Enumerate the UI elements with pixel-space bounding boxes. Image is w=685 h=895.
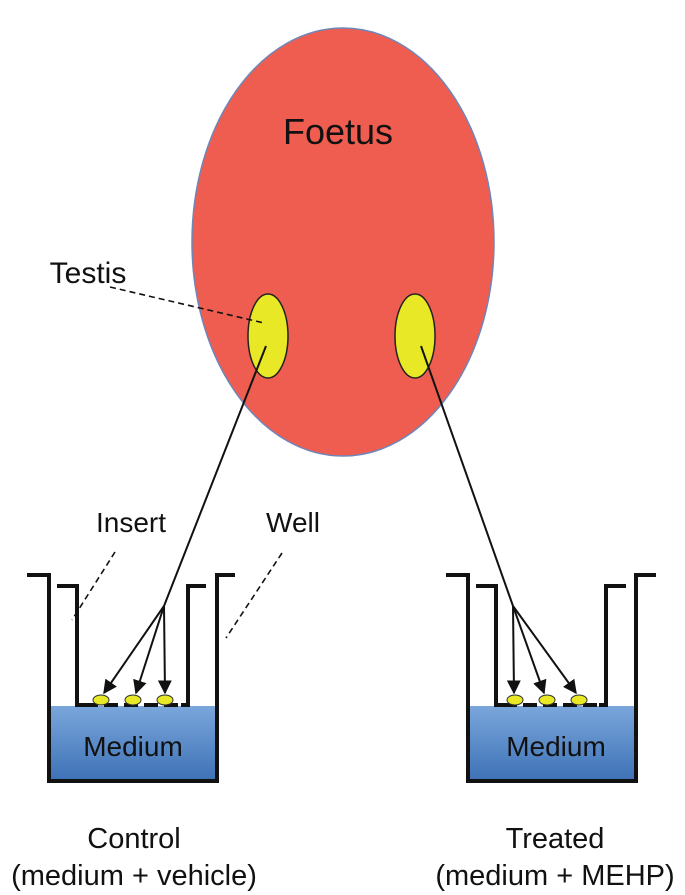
medium-label-left: Medium bbox=[83, 731, 183, 762]
foetus-label: Foetus bbox=[283, 111, 393, 152]
treated-main-line bbox=[420, 345, 514, 607]
control-arrow-3 bbox=[157, 605, 172, 695]
explant-right-1 bbox=[506, 694, 524, 706]
control-subtitle: (medium + vehicle) bbox=[11, 860, 257, 892]
explant-left-1 bbox=[92, 694, 110, 706]
well-outer-left bbox=[27, 573, 235, 783]
testis-right bbox=[394, 293, 436, 379]
well-outer-right bbox=[446, 573, 656, 783]
control-title: Control bbox=[87, 823, 181, 855]
treated-arrow-2 bbox=[512, 605, 547, 695]
insert-right bbox=[181, 584, 206, 707]
control-arrow-2 bbox=[133, 605, 165, 695]
well-label: Well bbox=[266, 507, 320, 538]
treated-subtitle: (medium + MEHP) bbox=[435, 860, 674, 892]
testis-pointer-line bbox=[109, 286, 265, 324]
control-main-line bbox=[163, 345, 267, 607]
foetus-ellipse bbox=[191, 27, 495, 457]
treated-arrow-1 bbox=[506, 605, 521, 695]
control-well: Medium bbox=[27, 573, 235, 783]
treated-arrow-3 bbox=[512, 605, 577, 695]
insert-right-r bbox=[599, 584, 626, 707]
insert-label: Insert bbox=[96, 507, 166, 538]
medium-fill-left bbox=[49, 706, 217, 779]
insert-left-r bbox=[476, 584, 503, 707]
explant-left-2 bbox=[124, 694, 142, 706]
explant-left-3 bbox=[156, 694, 174, 706]
medium-label-right: Medium bbox=[506, 731, 606, 762]
testis-left bbox=[247, 293, 289, 379]
treated-title: Treated bbox=[506, 823, 605, 855]
testis-label: Testis bbox=[50, 257, 127, 290]
insert-left bbox=[57, 584, 84, 707]
explant-right-2 bbox=[538, 694, 556, 706]
control-arrow-1 bbox=[103, 605, 165, 695]
insert-pointer-line bbox=[71, 551, 116, 621]
well-pointer-line bbox=[225, 552, 283, 639]
medium-fill-right bbox=[468, 706, 636, 779]
treated-well: Medium bbox=[446, 573, 656, 783]
explant-right-3 bbox=[570, 694, 588, 706]
